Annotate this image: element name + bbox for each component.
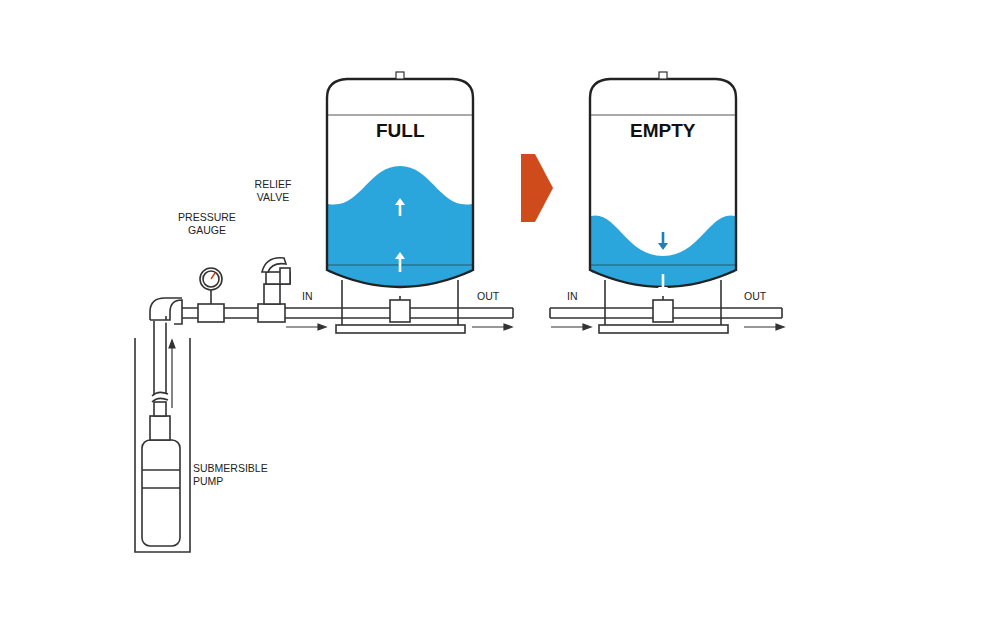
flow-arrow <box>399 204 402 216</box>
flow-arrowhead <box>658 287 668 294</box>
tank-shell <box>327 79 473 287</box>
flow-arrow <box>551 326 587 327</box>
gauge-fitting <box>198 304 224 322</box>
pressure-tank: EMPTY <box>581 66 745 302</box>
tank-state-label: FULL <box>376 120 425 142</box>
port-label: OUT <box>744 290 774 303</box>
flow-arrowhead <box>658 243 668 250</box>
tank-fitting <box>653 300 673 322</box>
port-label: OUT <box>477 290 507 303</box>
part-label: SUBMERSIBLE PUMP <box>193 462 285 487</box>
diaphragm-line <box>591 265 735 266</box>
tank-fitting <box>390 300 410 322</box>
well-casing <box>135 338 190 552</box>
flow-arrowhead <box>395 252 405 259</box>
flow-arrow <box>171 344 172 408</box>
air-valve <box>396 72 404 79</box>
port-label: IN <box>567 290 587 303</box>
tank-state-label: EMPTY <box>630 120 695 142</box>
part-label: RELIEF VALVE <box>244 178 302 203</box>
water-level <box>328 166 472 287</box>
flow-arrow <box>744 326 780 327</box>
tank-shell <box>590 79 736 287</box>
air-valve <box>659 72 667 79</box>
port-label: IN <box>302 290 322 303</box>
flow-arrow <box>399 258 402 272</box>
part-label: PRESSURE GAUGE <box>174 211 240 236</box>
inlet-pipe <box>182 308 513 318</box>
relief-valve <box>264 284 280 304</box>
pressure-tank: FULL <box>318 66 482 302</box>
tank-outline <box>581 66 745 302</box>
transition-arrow <box>521 154 553 222</box>
tank-seam <box>591 114 735 115</box>
flow-arrow <box>472 326 508 327</box>
tank-outline <box>318 66 482 302</box>
pump-body <box>142 440 180 546</box>
tank-seam <box>328 114 472 115</box>
water-level <box>591 215 735 287</box>
valve-fitting <box>258 304 285 322</box>
riser-pipe <box>154 316 166 394</box>
pressure-gauge <box>200 268 222 290</box>
flow-arrow <box>662 232 665 244</box>
flow-arrowhead <box>395 198 405 205</box>
flow-arrow <box>662 274 665 288</box>
flow-arrow <box>286 326 322 327</box>
